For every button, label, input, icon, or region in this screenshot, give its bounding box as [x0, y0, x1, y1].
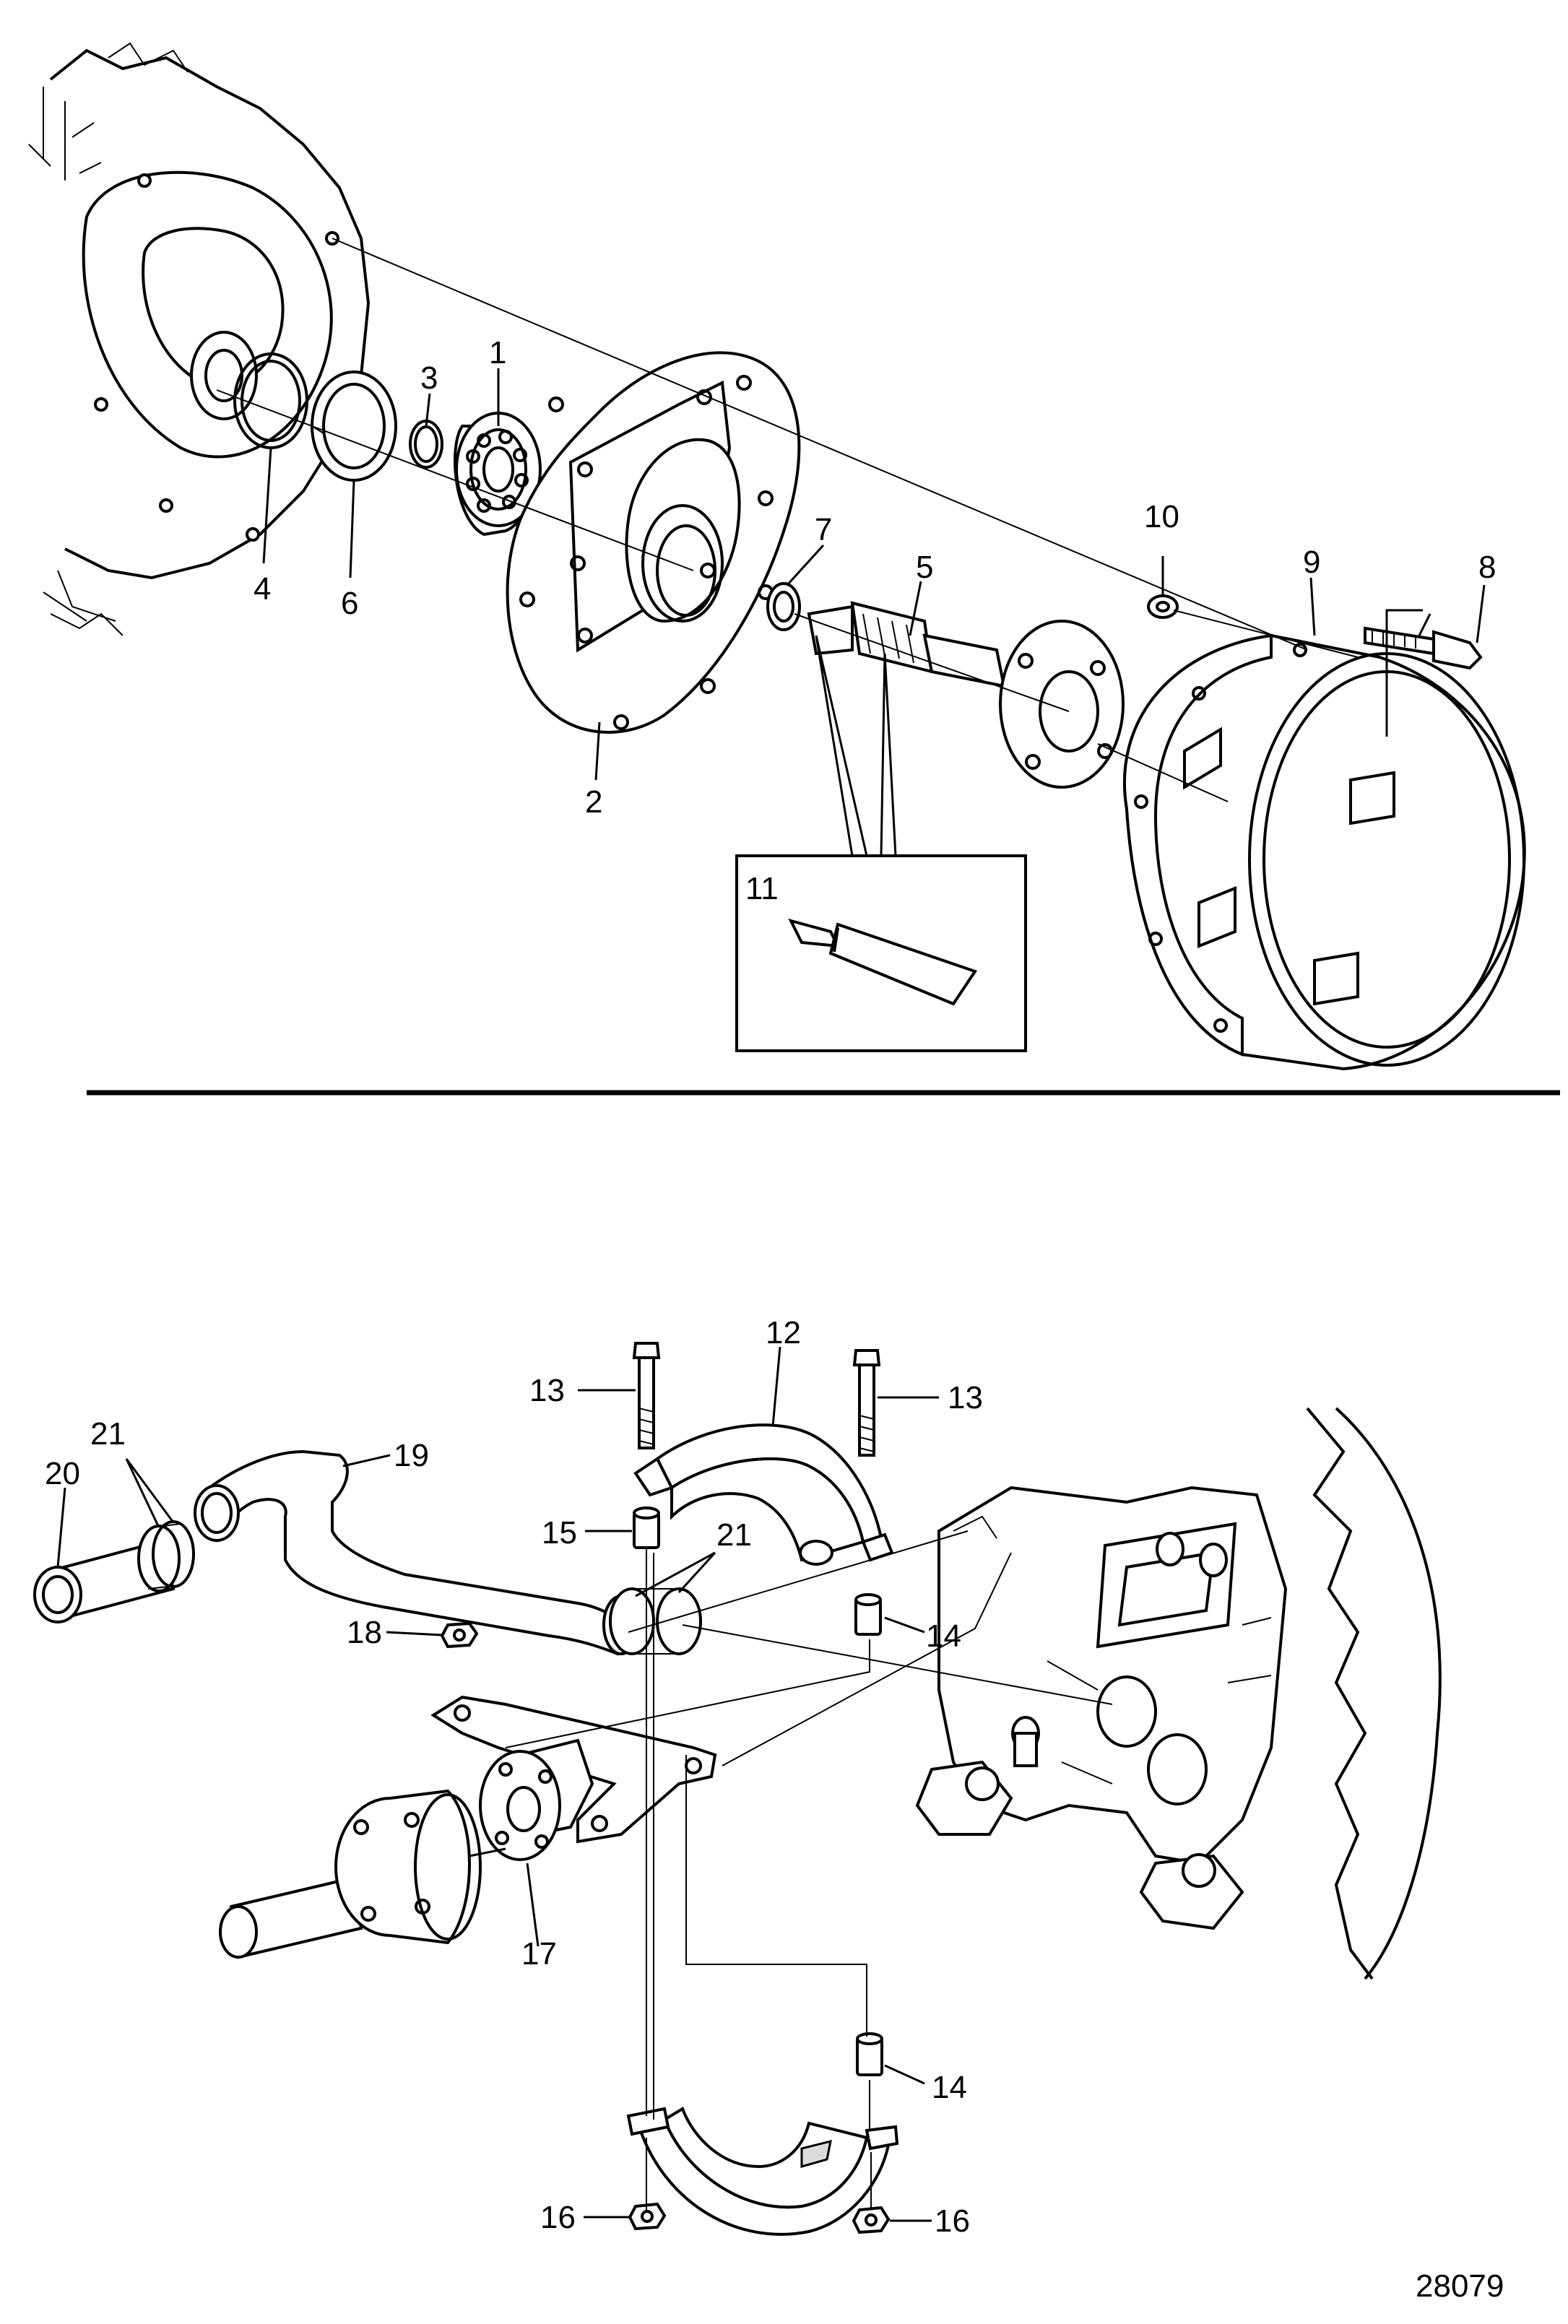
callout-3: 3 — [420, 360, 438, 396]
lower-guard — [626, 2107, 899, 2236]
part-11-sealant-box — [735, 635, 1027, 1052]
drawing-number: 28079 — [1416, 2268, 1504, 2304]
callout-13-left: 13 — [529, 1373, 565, 1408]
callout-1: 1 — [489, 335, 506, 370]
top-callout-leaders — [262, 368, 1486, 781]
callout-14-lower: 14 — [932, 2070, 967, 2105]
callout-2: 2 — [585, 784, 602, 820]
part-12-guard — [633, 1423, 894, 1566]
callout-10: 10 — [1144, 499, 1179, 534]
callout-7: 7 — [815, 512, 832, 547]
propeller-shaft — [219, 1789, 506, 1959]
callout-4: 4 — [254, 571, 271, 607]
callout-16-right: 16 — [935, 2203, 970, 2239]
bottom-assembly — [33, 1342, 1442, 2236]
part-5-shaft — [807, 601, 1125, 789]
part-10-washer — [1147, 594, 1179, 619]
callout-18: 18 — [347, 1615, 382, 1650]
callout-17: 17 — [521, 1936, 557, 1972]
part-9-bell-housing — [1122, 633, 1526, 1071]
bottom-leader-lines — [505, 1530, 1113, 2210]
callout-21-right: 21 — [716, 1517, 752, 1553]
part-17-cardan-flange — [479, 1738, 594, 1861]
part-3-circlip — [409, 420, 443, 469]
callout-11: 11 — [745, 871, 779, 906]
callout-9: 9 — [1303, 545, 1320, 580]
callout-labels: 1 2 3 4 5 6 7 8 9 10 11 12 13 13 14 14 1… — [45, 335, 1504, 2304]
part-14-spacer-lower — [856, 2032, 883, 2076]
callout-19: 19 — [394, 1438, 429, 1473]
part-13-bolt-right — [852, 1349, 881, 1457]
part-19-pipe — [194, 1449, 640, 1656]
top-assembly — [28, 42, 1526, 1071]
part-18-nut — [440, 1621, 479, 1649]
flywheel-housing — [28, 42, 371, 636]
gearbox-housing — [915, 1407, 1442, 1980]
part-21-clamp-left — [137, 1520, 195, 1592]
part-13-bolt-left — [632, 1342, 661, 1449]
callout-14-upper: 14 — [926, 1618, 961, 1654]
part-14-spacer-upper — [854, 1593, 882, 1636]
part-6-ring — [311, 370, 397, 482]
part-2-flange-plate — [506, 351, 801, 734]
callout-21-left: 21 — [90, 1416, 126, 1452]
top-leader-lines — [216, 238, 1431, 802]
callout-8: 8 — [1478, 550, 1496, 585]
part-7-seal — [766, 582, 801, 631]
callout-13-right: 13 — [948, 1380, 983, 1415]
callout-16-left: 16 — [540, 2200, 576, 2235]
part-15-spacer — [633, 1506, 660, 1549]
part-1-bearing — [454, 412, 542, 537]
callout-20: 20 — [45, 1456, 80, 1491]
part-8-bolt — [1364, 626, 1483, 670]
callout-5: 5 — [916, 550, 933, 585]
callout-6: 6 — [341, 586, 358, 621]
part-21-clamp-right — [609, 1587, 702, 1655]
bottom-callout-leaders — [56, 1346, 939, 2222]
callout-15: 15 — [542, 1515, 577, 1551]
callout-12: 12 — [766, 1315, 801, 1350]
part-16-nut-right — [852, 2206, 891, 2234]
